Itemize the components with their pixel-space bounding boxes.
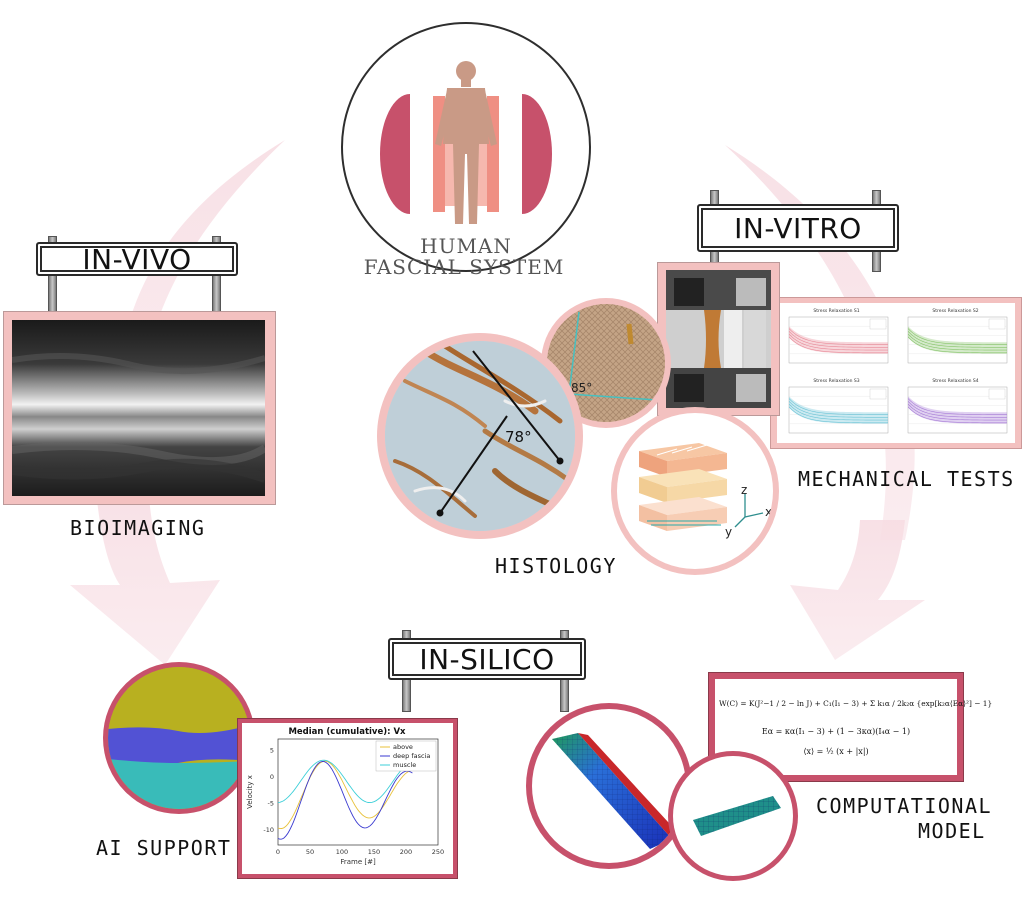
ai-chart-xlabel: Frame [#] bbox=[340, 858, 376, 866]
in-vitro-sign: IN-VITRO bbox=[697, 204, 899, 252]
ai-chart-xtick: 50 bbox=[306, 848, 314, 856]
ai-chart-xtick: 200 bbox=[400, 848, 412, 856]
human-figure-illustration bbox=[380, 61, 552, 224]
ai-chart-series-1 bbox=[277, 760, 413, 830]
fem-model-large bbox=[552, 733, 680, 849]
arrow-right-down bbox=[790, 520, 925, 660]
segmentation-image bbox=[108, 667, 250, 809]
equation-strain-energy: W(C) = K(J²−1 / 2 − ln J) + C₁(I₁ − 3) +… bbox=[719, 699, 993, 708]
tensile-test-photo bbox=[666, 270, 771, 408]
fem-model-small bbox=[693, 796, 781, 836]
stress-panel-2: Stress Relaxation S2 bbox=[907, 308, 1008, 364]
fem-model-big-circle bbox=[526, 703, 692, 869]
stress-panel-title: Stress Relaxation S1 bbox=[813, 308, 859, 314]
ai-chart-series-2 bbox=[277, 761, 413, 840]
ai-chart-series-3 bbox=[277, 759, 413, 804]
ai-chart-ytick: 0 bbox=[270, 773, 274, 781]
stress-panel-3: Stress Relaxation S3 bbox=[788, 378, 889, 434]
histology-angle-big: 78° bbox=[505, 428, 532, 446]
bioimaging-frame bbox=[3, 311, 276, 505]
tensile-test-frame bbox=[657, 262, 780, 416]
equation-macaulay: ⟨x⟩ = ½ (x + |x|) bbox=[803, 747, 869, 756]
ai-chart-ytick: -10 bbox=[263, 826, 274, 834]
equation-fiber-strain: Eα = κα(I₁ − 3) + (1 − 3κα)(I₄α − 1) bbox=[761, 727, 911, 736]
stress-panel-title: Stress Relaxation S4 bbox=[932, 378, 978, 384]
fiber-layers-diagram bbox=[639, 443, 764, 531]
ai-chart-ytick: -5 bbox=[268, 800, 274, 808]
fem-model-small-circle bbox=[668, 751, 798, 881]
human-fascial-system-circle: HUMAN bbox=[341, 22, 591, 272]
ai-chart-xtick: 150 bbox=[368, 848, 380, 856]
in-silico-sign: IN-SILICO bbox=[388, 638, 586, 680]
histology-label: HISTOLOGY bbox=[495, 554, 617, 578]
stress-relaxation-frame: Stress Relaxation S1 Stress Relaxation S2… bbox=[770, 297, 1022, 449]
in-vivo-sign: IN-VIVO bbox=[36, 242, 238, 276]
stress-panel-1: Stress Relaxation S1 bbox=[788, 308, 889, 364]
stress-panel-title: Stress Relaxation S2 bbox=[932, 308, 978, 314]
ai-chart-legend-item: deep fascia bbox=[393, 752, 430, 760]
center-title-line2: FASCIAL SYSTEM bbox=[363, 255, 565, 279]
histology-tissue-photo bbox=[385, 341, 575, 531]
computational-model-label-line1: COMPUTATIONAL bbox=[816, 794, 993, 818]
stress-panel-title: Stress Relaxation S3 bbox=[813, 378, 859, 384]
ai-chart-title: Median (cumulative): Vx bbox=[288, 727, 406, 737]
stress-relaxation-plots: Stress Relaxation S1 Stress Relaxation S2… bbox=[788, 308, 1008, 434]
axis-z-label: z bbox=[741, 483, 748, 497]
bioimaging-label: BIOIMAGING bbox=[70, 516, 206, 540]
histology-angle-small: 85° bbox=[571, 381, 593, 395]
ai-chart-legend-item: above bbox=[393, 743, 413, 751]
ai-chart-xtick: 250 bbox=[432, 848, 444, 856]
ultrasound-image bbox=[12, 320, 265, 496]
histology-big-circle: 78° bbox=[377, 333, 583, 539]
computational-model-label-line2: MODEL bbox=[918, 819, 986, 843]
ai-segmentation-circle bbox=[103, 662, 255, 814]
ai-chart-xtick: 0 bbox=[276, 848, 280, 856]
axis-x-label: x bbox=[765, 505, 773, 519]
fiber-layers-circle: z x y bbox=[611, 407, 779, 575]
ai-chart-ylabel: Velocity x bbox=[246, 775, 254, 809]
ai-support-label: AI SUPPORT bbox=[96, 836, 232, 860]
axis-y-label: y bbox=[725, 525, 733, 539]
mechanical-tests-label: MECHANICAL TESTS bbox=[798, 467, 1015, 491]
ai-chart-legend-item: muscle bbox=[393, 761, 416, 769]
ai-chart-xtick: 100 bbox=[336, 848, 348, 856]
arrow-left-down bbox=[70, 480, 220, 665]
center-title-line1: HUMAN bbox=[420, 234, 512, 258]
ai-chart-ytick: 5 bbox=[270, 747, 274, 755]
stress-panel-4: Stress Relaxation S4 bbox=[907, 378, 1008, 434]
